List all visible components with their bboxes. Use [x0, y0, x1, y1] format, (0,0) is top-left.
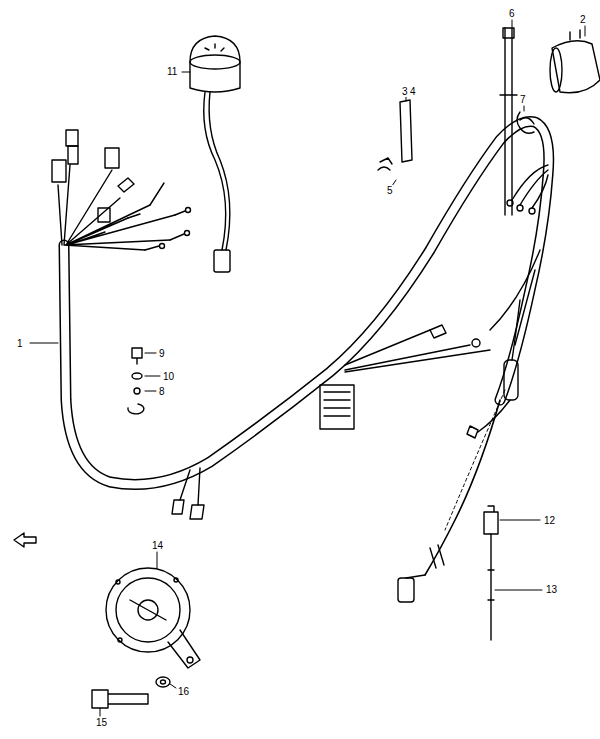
indicator-lamp — [190, 36, 240, 272]
callout-number: 11 — [166, 66, 178, 77]
direction-arrow — [14, 533, 36, 547]
callout-number: 7 — [519, 94, 527, 105]
band-strap — [500, 28, 517, 215]
screw-set — [128, 348, 144, 414]
wire-harness — [52, 121, 549, 602]
callout-number: 2 — [579, 14, 587, 25]
callout-number: 13 — [545, 584, 558, 595]
callout-number: 14 — [151, 540, 164, 551]
callout-number: 1 — [16, 338, 24, 349]
callout-number: 9 — [158, 348, 166, 359]
callout-number: 16 — [177, 686, 190, 697]
callout-number: 8 — [158, 386, 166, 397]
relay-cylinder — [550, 30, 600, 93]
callout-number: 5 — [386, 185, 394, 196]
callout-number: 15 — [95, 717, 108, 728]
callout-number: 6 — [508, 8, 516, 19]
callout-number: 12 — [543, 515, 556, 526]
callout-number: 10 — [162, 371, 175, 382]
leader-lines — [30, 20, 585, 716]
horn — [106, 568, 200, 668]
callout-number: 3 — [401, 86, 409, 97]
wire-clip — [517, 112, 534, 133]
callout-number: 4 — [409, 86, 417, 97]
bolt-washer — [92, 677, 170, 708]
clamp-strip — [378, 100, 412, 170]
fuse-holder — [484, 506, 498, 640]
